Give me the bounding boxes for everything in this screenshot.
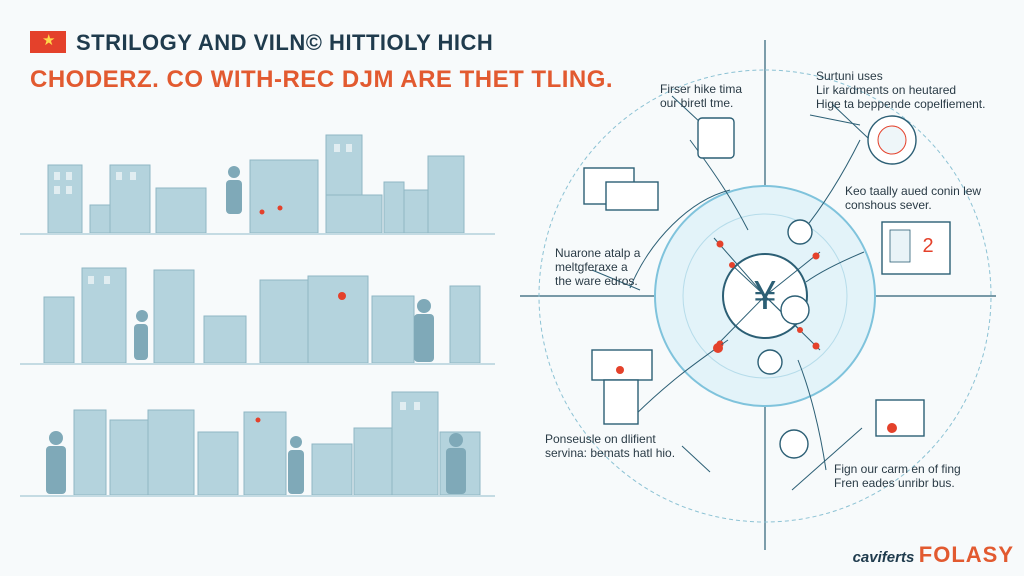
callout-bottom-left: Ponseusle on dlifient servina: bemats ha… bbox=[545, 432, 676, 460]
callout-top-left: Firser hike tima our biretl tme. bbox=[660, 82, 743, 110]
callout-bottom-right: Fign our carm en of fing Fren eades unri… bbox=[834, 462, 961, 490]
strategy-diagram: 2 ¥ bbox=[520, 40, 996, 550]
title-line-2: CHODERZ. CO WITH-REC DJM ARE THET TLING. bbox=[30, 66, 614, 93]
brand-name-part-1: caviferts bbox=[852, 549, 915, 566]
title-line-1: STRILOGY AND VILN© HITTIOLY HICH bbox=[76, 30, 494, 55]
brand-name-part-2: FOLASY bbox=[918, 542, 1014, 567]
cityscape-illustration bbox=[20, 134, 495, 497]
card-number: 2 bbox=[922, 235, 933, 257]
callout-mid-left: Nuarone atalp a meltgferaxe a the ware e… bbox=[555, 246, 641, 288]
callout-top-right: Surtuni uses Lir kardments on heutared H… bbox=[816, 69, 986, 111]
callout-mid-right: Keo taally aued conin lew conshous sever… bbox=[845, 184, 982, 212]
center-symbol: ¥ bbox=[753, 274, 777, 318]
flag-icon bbox=[30, 31, 66, 53]
brand-logo: caviferts FOLASY bbox=[853, 542, 1014, 568]
